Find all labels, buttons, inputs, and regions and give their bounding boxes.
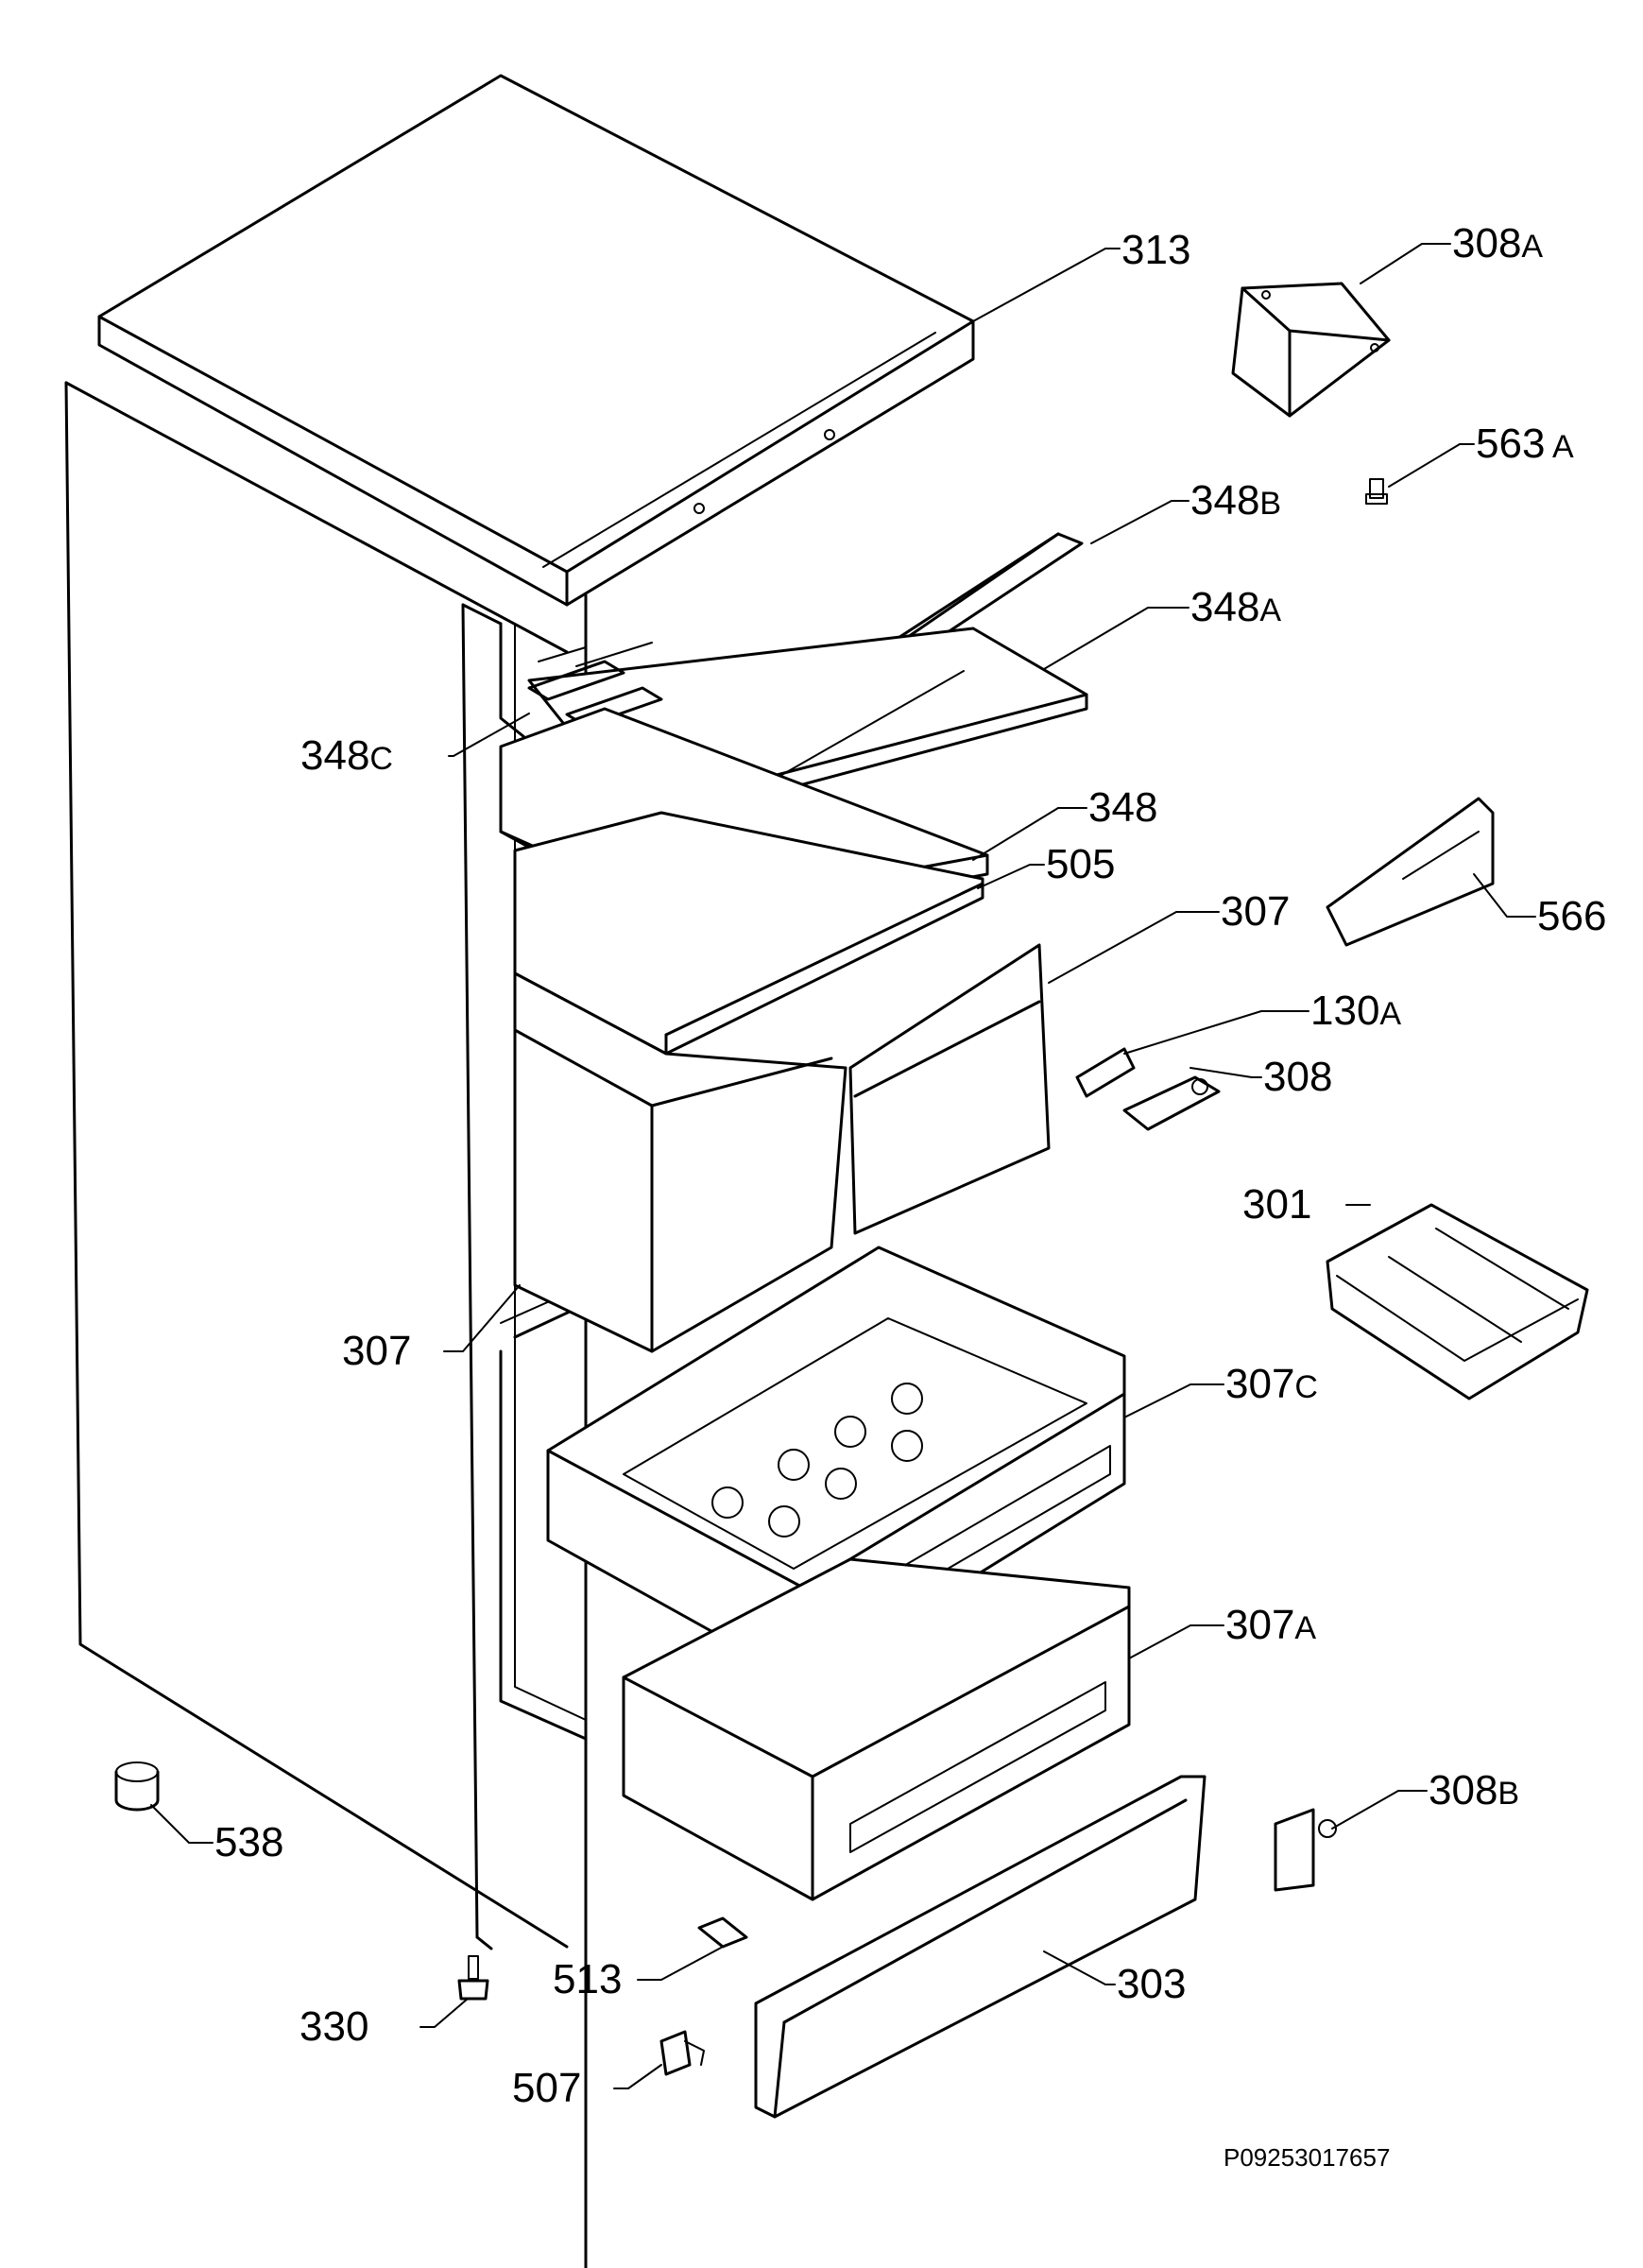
leader-lines: [150, 243, 1536, 2089]
callout-308b: 308B: [1429, 1767, 1520, 1813]
callout-307-top: 307: [1221, 888, 1291, 935]
part-507-bracket: [659, 2030, 705, 2076]
callout-308a: 308A: [1452, 220, 1544, 266]
part-563a-screw: [1365, 478, 1388, 505]
callout-348c: 348C: [300, 732, 393, 779]
part-301-ice-tray: [1326, 1203, 1589, 1400]
callout-308: 308: [1263, 1054, 1333, 1100]
callout-566: 566: [1537, 893, 1607, 939]
part-307a-lower-drawer: [622, 1557, 1131, 1901]
callout-330: 330: [300, 2003, 369, 2050]
callout-130a: 130A: [1310, 988, 1402, 1034]
callout-303: 303: [1117, 1961, 1187, 2007]
callout-313: 313: [1121, 227, 1191, 273]
part-307-upper-drawers: [513, 943, 1051, 1353]
callout-307-left: 307: [342, 1328, 412, 1374]
cabinet-body: [64, 381, 588, 2268]
callout-507: 507: [512, 2065, 582, 2111]
callout-301: 301: [1242, 1181, 1312, 1228]
part-313-top-cover: [97, 74, 975, 607]
callout-348: 348: [1088, 784, 1158, 831]
document-id: P09253017657: [1224, 2143, 1391, 2172]
part-538-foot: [114, 1761, 160, 1812]
callout-307a: 307A: [1225, 1602, 1317, 1648]
part-308a-hinge-bracket: [1231, 282, 1391, 418]
part-308-hinge: [1122, 1075, 1221, 1131]
part-303-door-bin: [754, 1775, 1207, 2119]
part-308b-hinge: [1274, 1808, 1337, 1892]
part-513-clip: [697, 1916, 748, 1949]
part-307c-mid-drawer: [546, 1246, 1126, 1684]
callout-563a: 563 A: [1476, 421, 1574, 467]
callout-538: 538: [214, 1819, 284, 1865]
callout-348a: 348A: [1190, 584, 1282, 630]
callout-348b: 348B: [1190, 477, 1282, 524]
part-566-ice-scraper: [1326, 797, 1495, 947]
part-130a-catch: [1075, 1047, 1136, 1098]
callout-513: 513: [553, 1956, 623, 2002]
callout-505: 505: [1046, 841, 1116, 887]
callout-307c: 307C: [1225, 1361, 1318, 1407]
part-330-foot-screw: [457, 1955, 489, 2001]
